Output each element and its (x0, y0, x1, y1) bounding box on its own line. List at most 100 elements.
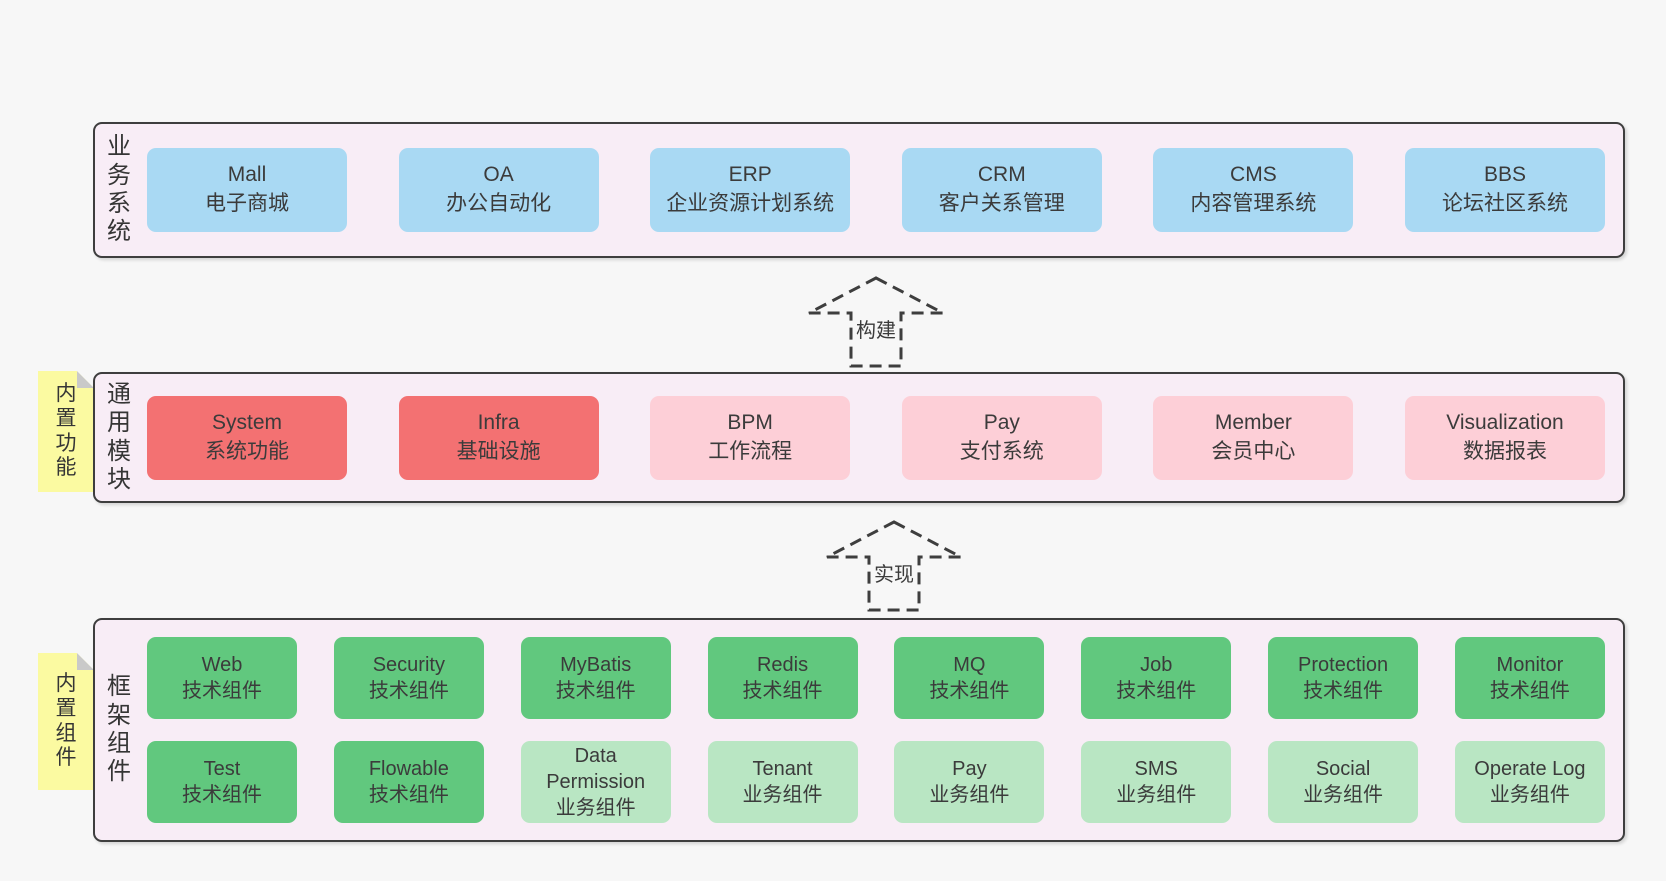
node-title: Pay (983, 410, 1020, 434)
node-protection: Protection 技术组件 (1268, 637, 1419, 719)
node-title: Flowable (368, 758, 449, 780)
node-security: Security 技术组件 (333, 637, 484, 719)
node-subtitle: 技术组件 (929, 680, 1010, 702)
band-business-systems: 业务系统 Mall 电子商城 OA 办公自动化 ERP 企业资源计划系统 CRM… (93, 122, 1625, 258)
up-block-arrow-icon (808, 276, 944, 368)
node-erp: ERP 企业资源计划系统 (650, 148, 851, 232)
node-oa: OA 办公自动化 (398, 148, 599, 232)
node-subtitle: 技术组件 (1303, 680, 1384, 702)
node-tenant: Tenant 业务组件 (707, 741, 858, 823)
node-subtitle: 技术组件 (742, 680, 823, 702)
node-subtitle: 业务组件 (1303, 784, 1384, 806)
band-label-common-modules: 通用模块 (95, 374, 143, 501)
node-title: Tenant (752, 758, 813, 780)
node-subtitle: 业务组件 (555, 797, 636, 819)
node-title: Infra (477, 410, 520, 434)
node-title: BPM (727, 410, 773, 434)
node-title: Protection (1298, 654, 1389, 676)
band-content-common-modules: System 系统功能 Infra 基础设施 BPM 工作流程 Pay 支付系统… (143, 374, 1623, 501)
node-monitor: Monitor 技术组件 (1454, 637, 1605, 719)
node-title: Mall (227, 163, 267, 187)
node-bpm: BPM 工作流程 (650, 395, 851, 480)
node-crm: CRM 客户关系管理 (901, 148, 1102, 232)
node-title: Operate Log (1474, 758, 1586, 780)
node-mybatis: MyBatis 技术组件 (520, 637, 671, 719)
node-subtitle: 业务组件 (742, 784, 823, 806)
node-title: Web (201, 654, 243, 676)
up-block-arrow-icon (826, 520, 962, 612)
node-pay-module: Pay 支付系统 (901, 395, 1102, 480)
node-title: Test (203, 758, 241, 780)
node-flowable: Flowable 技术组件 (333, 741, 484, 823)
node-member: Member 会员中心 (1153, 395, 1354, 480)
sticky-note-text: 内置功能 (38, 371, 94, 492)
arrow-build-label: 构建 (856, 320, 896, 342)
node-subtitle: 基础设施 (456, 439, 541, 463)
node-subtitle: 业务组件 (1489, 784, 1570, 806)
node-social: Social 业务组件 (1268, 741, 1419, 823)
arrow-implement: 实现 (824, 520, 964, 612)
node-operate-log: Operate Log 业务组件 (1454, 741, 1605, 823)
sticky-note-text: 内置组件 (38, 653, 94, 790)
node-title: Member (1214, 410, 1292, 434)
band-content-business-systems: Mall 电子商城 OA 办公自动化 ERP 企业资源计划系统 CRM 客户关系… (143, 124, 1623, 256)
node-system: System 系统功能 (147, 395, 347, 480)
node-subtitle: 技术组件 (368, 680, 449, 702)
node-mall: Mall 电子商城 (147, 148, 347, 232)
node-subtitle: 技术组件 (182, 784, 262, 806)
node-subtitle: 办公自动化 (446, 192, 552, 215)
node-sms: SMS 业务组件 (1081, 741, 1232, 823)
node-subtitle: 客户关系管理 (938, 192, 1065, 215)
node-pay-component: Pay 业务组件 (894, 741, 1045, 823)
sticky-note-builtin-functions: 内置功能 (38, 371, 94, 492)
node-redis: Redis 技术组件 (707, 637, 858, 719)
node-title: Security (372, 654, 445, 676)
node-subtitle: 技术组件 (555, 680, 636, 702)
node-subtitle: 支付系统 (959, 439, 1044, 463)
framework-row-2: Test 技术组件 Flowable 技术组件 Data Permission … (147, 741, 1605, 823)
sticky-note-label: 内置组件 (55, 671, 77, 770)
sticky-note-builtin-components: 内置组件 (38, 653, 94, 790)
node-title: BBS (1483, 163, 1526, 187)
node-subtitle: 技术组件 (182, 680, 262, 702)
node-subtitle: 电子商城 (205, 192, 289, 215)
band-content-framework-components: Web 技术组件 Security 技术组件 MyBatis 技术组件 Redi… (143, 620, 1623, 840)
node-test: Test 技术组件 (147, 741, 297, 823)
node-title: System (211, 410, 282, 434)
node-title: MQ (953, 654, 986, 676)
arrow-build: 构建 (806, 276, 946, 368)
node-data-permission: Data Permission 业务组件 (520, 741, 671, 823)
node-title: Data Permission (546, 745, 646, 793)
node-title: CMS (1230, 163, 1277, 187)
band-common-modules: 通用模块 System 系统功能 Infra 基础设施 BPM 工作流程 Pay… (93, 372, 1625, 503)
band-label-business-systems: 业务系统 (95, 124, 143, 256)
node-title: SMS (1134, 758, 1178, 780)
node-subtitle: 内容管理系统 (1190, 192, 1317, 215)
band-label-framework-components: 框架组件 (95, 620, 143, 840)
band-label-text: 通用模块 (107, 380, 131, 493)
node-title: Redis (756, 654, 809, 676)
band-framework-components: 框架组件 Web 技术组件 Security 技术组件 MyBatis 技术组件… (93, 618, 1625, 842)
node-visualization: Visualization 数据报表 (1404, 395, 1605, 480)
node-web: Web 技术组件 (147, 637, 297, 719)
node-title: Job (1140, 654, 1173, 676)
node-title: OA (483, 163, 514, 187)
node-cms: CMS 内容管理系统 (1153, 148, 1354, 232)
sticky-note-label: 内置功能 (55, 381, 77, 480)
band-label-text: 业务系统 (107, 133, 131, 246)
node-title: Social (1315, 758, 1371, 780)
node-bbs: BBS 论坛社区系统 (1404, 148, 1605, 232)
node-subtitle: 技术组件 (1489, 680, 1570, 702)
node-subtitle: 论坛社区系统 (1441, 192, 1568, 215)
node-title: CRM (977, 163, 1026, 187)
node-job: Job 技术组件 (1081, 637, 1232, 719)
node-title: Pay (952, 758, 987, 780)
framework-row-1: Web 技术组件 Security 技术组件 MyBatis 技术组件 Redi… (147, 637, 1605, 719)
node-subtitle: 企业资源计划系统 (666, 192, 835, 215)
node-title: ERP (728, 163, 772, 187)
band-label-text: 框架组件 (107, 673, 131, 786)
node-subtitle: 数据报表 (1462, 439, 1547, 463)
node-subtitle: 业务组件 (929, 784, 1010, 806)
node-subtitle: 业务组件 (1116, 784, 1197, 806)
